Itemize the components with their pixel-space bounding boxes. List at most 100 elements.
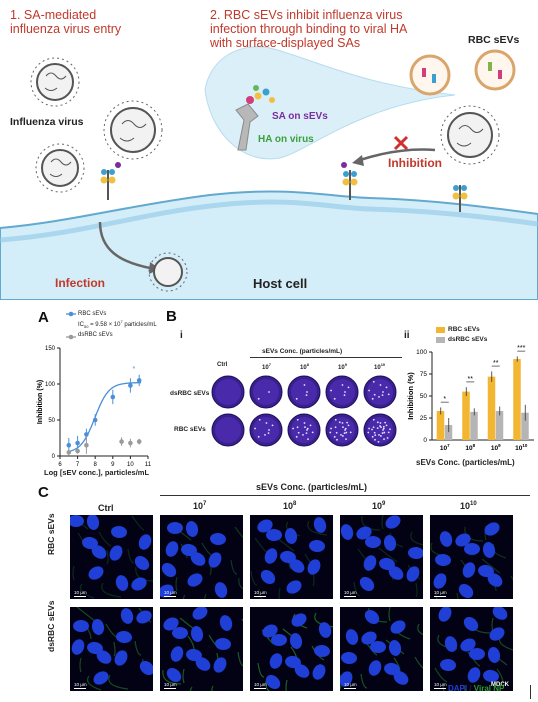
step2-line: infection through binding to viral HA: [210, 22, 408, 36]
micrograph-cell: 10 µm: [430, 515, 513, 599]
rbc-data-point: [75, 440, 80, 446]
scale-bar: [254, 596, 266, 597]
viral-np-signal: [285, 679, 288, 691]
col-base: 10: [374, 365, 381, 371]
plaque-header-line: [250, 357, 402, 358]
dapi-nucleus: [73, 620, 89, 632]
plaque-row-dsrbc: dsRBC sEVs: [170, 390, 210, 397]
viral-np-signal: [106, 549, 109, 565]
legend-dsrbc-marker: [68, 334, 74, 340]
x-tick-label: 1010: [515, 443, 528, 452]
dapi-nucleus: [138, 534, 152, 550]
viral-np-signal: [76, 607, 96, 622]
col-base: 10: [193, 501, 204, 511]
viral-np-signal: [162, 669, 182, 685]
scale-bar-label: 10 µm: [434, 682, 447, 687]
dapi-nucleus: [462, 562, 476, 578]
rbc-bar: [462, 391, 470, 440]
infection-label: Infection: [55, 276, 105, 290]
plaque-spot: [333, 435, 336, 438]
inhibition-label: Inhibition: [388, 156, 442, 170]
plaque-well-inner: [215, 417, 241, 443]
dapi-nucleus: [383, 535, 397, 551]
scale-bar: [344, 688, 356, 689]
plaque-well-inner: [253, 417, 279, 443]
dapi-nucleus: [483, 669, 499, 683]
influenza-virus-label: Influenza virus: [10, 116, 84, 128]
plaque-spot: [372, 418, 375, 421]
micro-conc-header: sEVs Conc. (particles/mL): [256, 482, 368, 492]
plaque-spot: [379, 422, 382, 424]
dapi-nucleus: [340, 524, 354, 540]
dapi-nucleus: [265, 675, 281, 689]
scale-bar-label: 10 µm: [344, 590, 357, 595]
scale-bar-label: 10 µm: [344, 682, 357, 687]
plaque-spot: [347, 424, 350, 427]
viral-np-signal: [442, 685, 445, 691]
dapi-nucleus: [312, 664, 326, 680]
dapi-nucleus: [363, 555, 377, 571]
plaque-spot: [311, 431, 314, 434]
scale-bar: [254, 688, 266, 689]
viral-np-signal: [134, 640, 142, 656]
dapi-nucleus: [86, 515, 100, 530]
receptor-icon: [341, 162, 358, 200]
dapi-nucleus: [385, 515, 401, 529]
influenza-virus-icon: [103, 100, 163, 160]
dapi-nucleus: [340, 671, 353, 687]
dapi-nucleus: [192, 607, 208, 620]
dapi-nucleus: [460, 638, 476, 652]
plaque-spot: [374, 438, 376, 441]
schematic-figure: [0, 46, 538, 300]
plaque-spot: [346, 421, 349, 424]
dapi-nucleus: [484, 522, 500, 536]
ic50-value: = 9.58 × 10: [88, 322, 121, 328]
plaque-spot: [254, 427, 257, 430]
rbc-bar: [487, 376, 496, 440]
plaque-col-label: 108: [300, 362, 309, 371]
legend-swatch: [436, 326, 445, 333]
plaque-spot: [379, 435, 382, 437]
dapi-nucleus: [384, 662, 400, 676]
dapi-nucleus: [379, 557, 395, 571]
dapi-nucleus: [289, 633, 303, 649]
viral-np-signal: [241, 618, 243, 622]
dapi-nucleus: [139, 661, 153, 675]
col-base: 10: [283, 501, 294, 511]
dapi-nucleus: [87, 641, 103, 655]
rbc-bar: [436, 410, 445, 440]
dapi-nucleus: [161, 563, 177, 577]
plaque-col-label: 107: [262, 362, 271, 371]
dapi-nucleus: [439, 531, 453, 547]
y-tick-label: 25: [420, 415, 428, 422]
micro-col-label: 1010: [460, 501, 477, 511]
viral-np-signal: [238, 577, 243, 590]
col-exp: 9: [382, 501, 386, 507]
plaque-spot: [372, 380, 375, 383]
dapi-nucleus: [213, 657, 227, 673]
dapi-nucleus: [364, 610, 380, 624]
viral-np-signal: [278, 587, 281, 599]
dapi-nucleus: [269, 653, 283, 669]
dsrbc-data-point: [75, 448, 80, 454]
micrograph-image: [70, 515, 153, 599]
plaque-spot: [268, 429, 270, 431]
dapi-nucleus: [444, 636, 458, 652]
micrograph-cell: 10 µm: [340, 515, 423, 599]
micrograph-cell: 10 µm: [160, 515, 243, 599]
panel-b-ii-label: ii: [404, 330, 410, 341]
dsrbc-data-point: [119, 439, 124, 444]
plaque-spot: [371, 428, 373, 431]
fluorescence-legend: DAPI / Viral NP: [448, 684, 504, 693]
dsrbc-data-point: [84, 442, 89, 448]
significance-star: *: [133, 366, 136, 373]
viral-np-signal: [108, 674, 129, 690]
significance-label: **: [493, 360, 499, 367]
dapi-nucleus: [172, 627, 188, 639]
plaque-well-inner: [291, 417, 317, 443]
plaque-spot: [341, 384, 344, 386]
dapi-nucleus: [166, 668, 182, 682]
scale-bar: [74, 688, 86, 689]
sa-chain-icon: [246, 85, 275, 104]
